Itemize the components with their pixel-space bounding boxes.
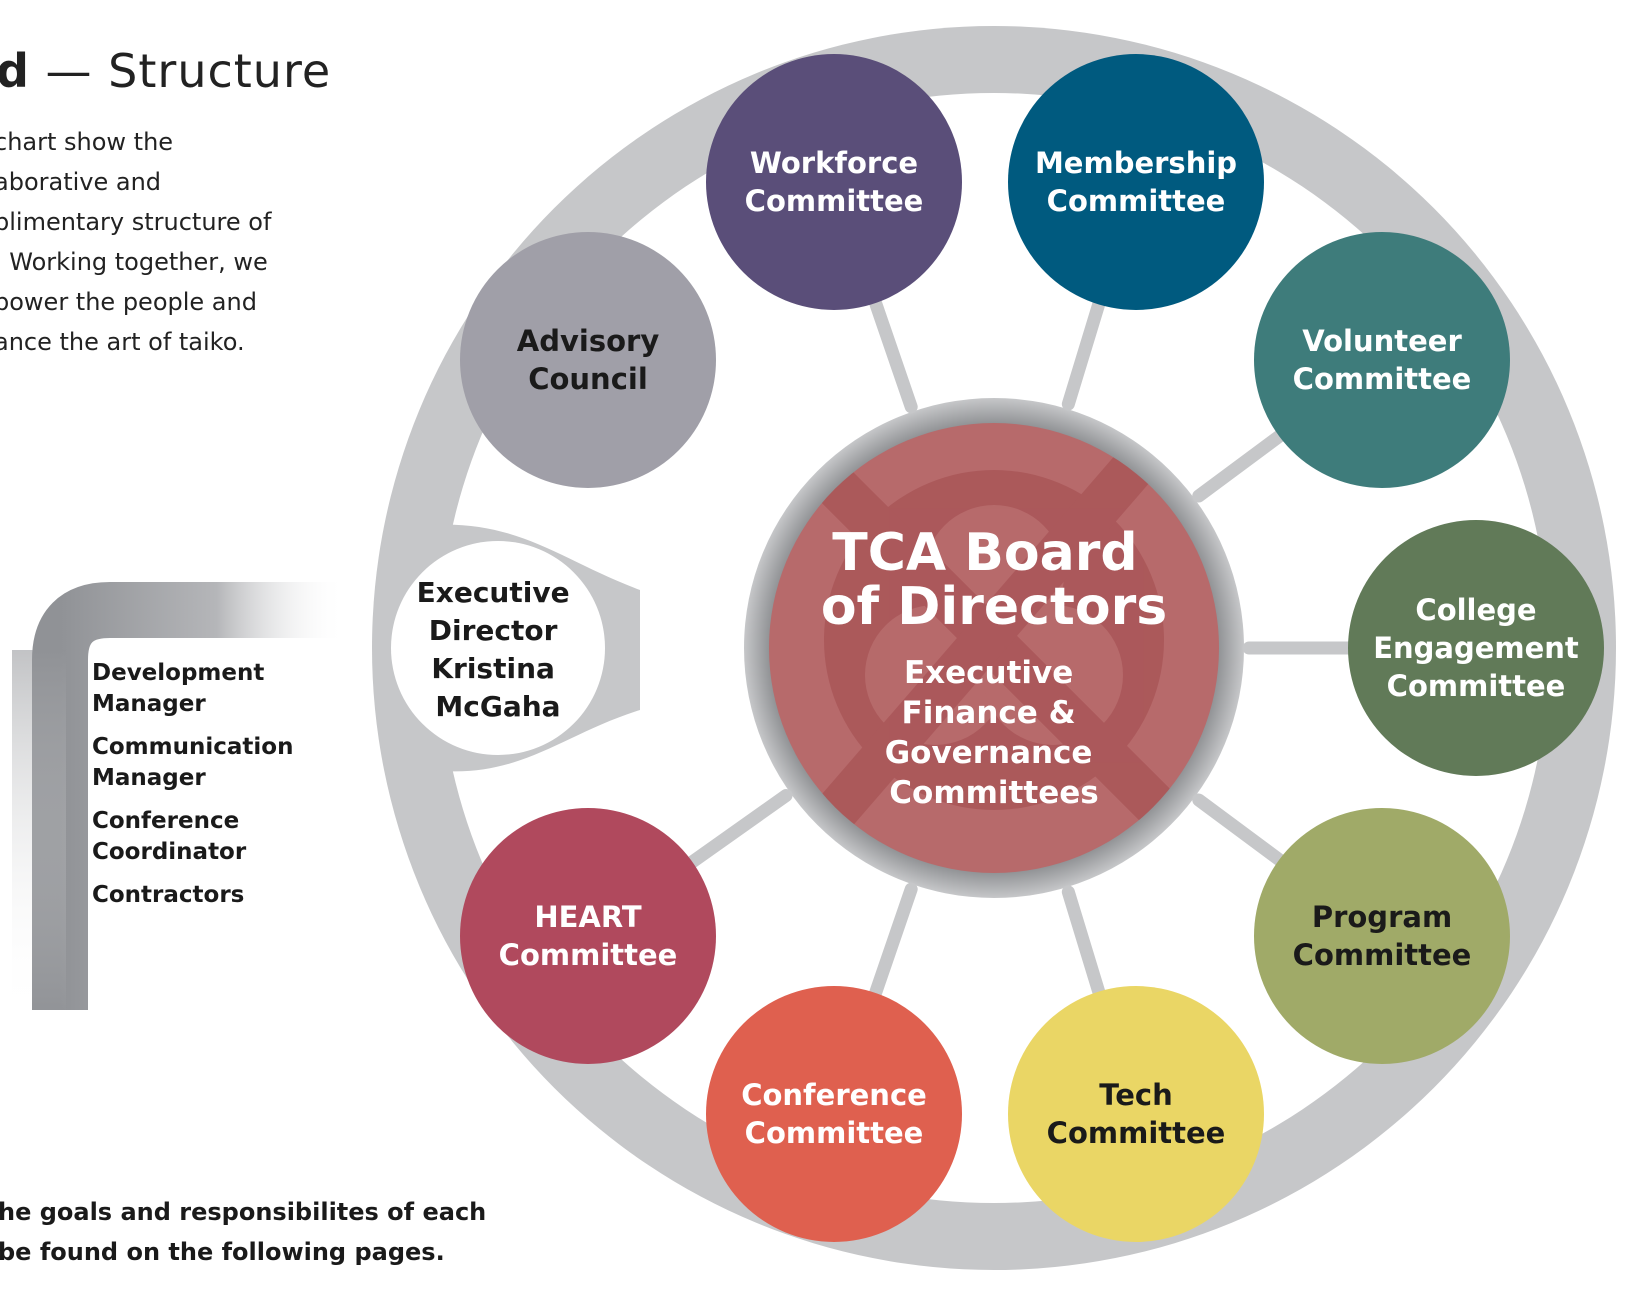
spoke-membership	[1061, 288, 1109, 411]
executive-director-line: Kristina	[431, 652, 555, 685]
intro-line: power the people and	[0, 288, 257, 316]
committee-label-line: Workforce	[750, 146, 918, 180]
board-subtitle-line: Finance &	[902, 695, 1076, 731]
staff-line: Contractors	[92, 882, 245, 908]
staff-line: Conference	[92, 808, 240, 834]
committee-circle	[460, 232, 716, 488]
staff-line: Development	[92, 660, 265, 686]
board-title-line: TCA Board	[832, 523, 1137, 583]
committee-circle	[1348, 520, 1604, 776]
intro-line: ance the art of taiko.	[0, 328, 245, 356]
board-subtitle-line: Executive	[904, 655, 1073, 691]
committee-label-line: Committee	[1293, 362, 1472, 396]
committee-circle	[706, 986, 962, 1242]
staff-line: Manager	[92, 765, 206, 791]
spoke-volunteer	[1192, 423, 1294, 503]
board-title: TCA Board of Directors	[821, 523, 1167, 637]
committee-circle	[1254, 808, 1510, 1064]
heading-bold: d	[0, 44, 30, 98]
board-subtitle-line: Governance	[885, 735, 1093, 771]
committee-label-line: Program	[1312, 900, 1452, 934]
executive-director-node[interactable]: Executive Director Kristina McGaha	[391, 541, 605, 755]
intro-line: . Working together, we	[0, 248, 268, 276]
intro-text: chart show the aborative and plimentary …	[0, 122, 324, 362]
committee-label-line: Conference	[741, 1078, 927, 1112]
committee-label-line: HEART	[534, 900, 642, 934]
executive-director-line: McGaha	[435, 690, 560, 723]
footer-line: he goals and responsibilites of each	[0, 1198, 487, 1226]
staff-line: Coordinator	[92, 839, 247, 865]
executive-director-label: Executive Director Kristina McGaha	[417, 576, 580, 723]
staff-bracket	[12, 582, 345, 1020]
committee-label-line: Membership	[1035, 146, 1237, 180]
committee-circle	[1008, 54, 1264, 310]
committee-label-line: Committee	[1047, 184, 1226, 218]
committee-label-line: Committee	[499, 938, 678, 972]
committee-node-heart[interactable]: HEART Committee	[460, 808, 716, 1064]
committee-label-line: Engagement	[1373, 631, 1579, 665]
spoke-heart	[677, 789, 793, 875]
committee-label-line: Committee	[1387, 669, 1566, 703]
emblem-watermark	[803, 445, 1196, 846]
committee-label-line: Tech	[1099, 1078, 1172, 1112]
page-heading: d — Structure	[0, 44, 331, 98]
executive-director-line: Director	[429, 614, 558, 647]
intro-line: aborative and	[0, 168, 162, 196]
committee-circle	[1254, 232, 1510, 488]
committee-label-line: Council	[528, 362, 648, 396]
staff-line: Manager	[92, 691, 206, 717]
intro-line: plimentary structure of	[0, 208, 272, 236]
spokes	[677, 287, 1365, 1009]
executive-director-line: Executive	[417, 576, 570, 609]
staff-item-communication-manager: Communication Manager	[92, 732, 322, 794]
spoke-tech	[1061, 885, 1109, 1008]
board-of-directors-node[interactable]: TCA Board of Directors Executive Finance…	[769, 423, 1219, 873]
staff-list: Development Manager Communication Manage…	[92, 658, 322, 923]
board-subtitle-line: Committees	[889, 775, 1098, 811]
committee-circle	[1008, 986, 1264, 1242]
board-subtitle: Executive Finance & Governance Committee…	[885, 655, 1104, 811]
staff-item-development-manager: Development Manager	[92, 658, 322, 720]
committee-label: HEART Committee	[499, 900, 678, 972]
committee-circle	[460, 808, 716, 1064]
spoke-program	[1192, 793, 1294, 873]
committee-label-line: Committee	[1047, 1116, 1226, 1150]
footer-note: he goals and responsibilites of each be …	[0, 1192, 486, 1272]
board-title-line: of Directors	[821, 577, 1167, 637]
staff-item-conference-coordinator: Conference Coordinator	[92, 806, 322, 868]
committee-label-line: College	[1415, 593, 1536, 627]
spoke-workforce	[865, 287, 918, 414]
committee-label-line: Volunteer	[1302, 324, 1462, 358]
committee-circle	[706, 54, 962, 310]
spoke-conference	[865, 882, 918, 1009]
staff-line: Communication	[92, 734, 294, 760]
committee-label-line: Advisory	[517, 324, 660, 358]
committee-label-line: Committee	[745, 1116, 924, 1150]
intro-line: chart show the	[0, 128, 174, 156]
footer-line: be found on the following pages.	[0, 1238, 445, 1266]
committee-label-line: Committee	[1293, 938, 1472, 972]
committee-label-line: Committee	[745, 184, 924, 218]
heading-rest: — Structure	[29, 44, 332, 98]
staff-item-contractors: Contractors	[92, 880, 322, 911]
